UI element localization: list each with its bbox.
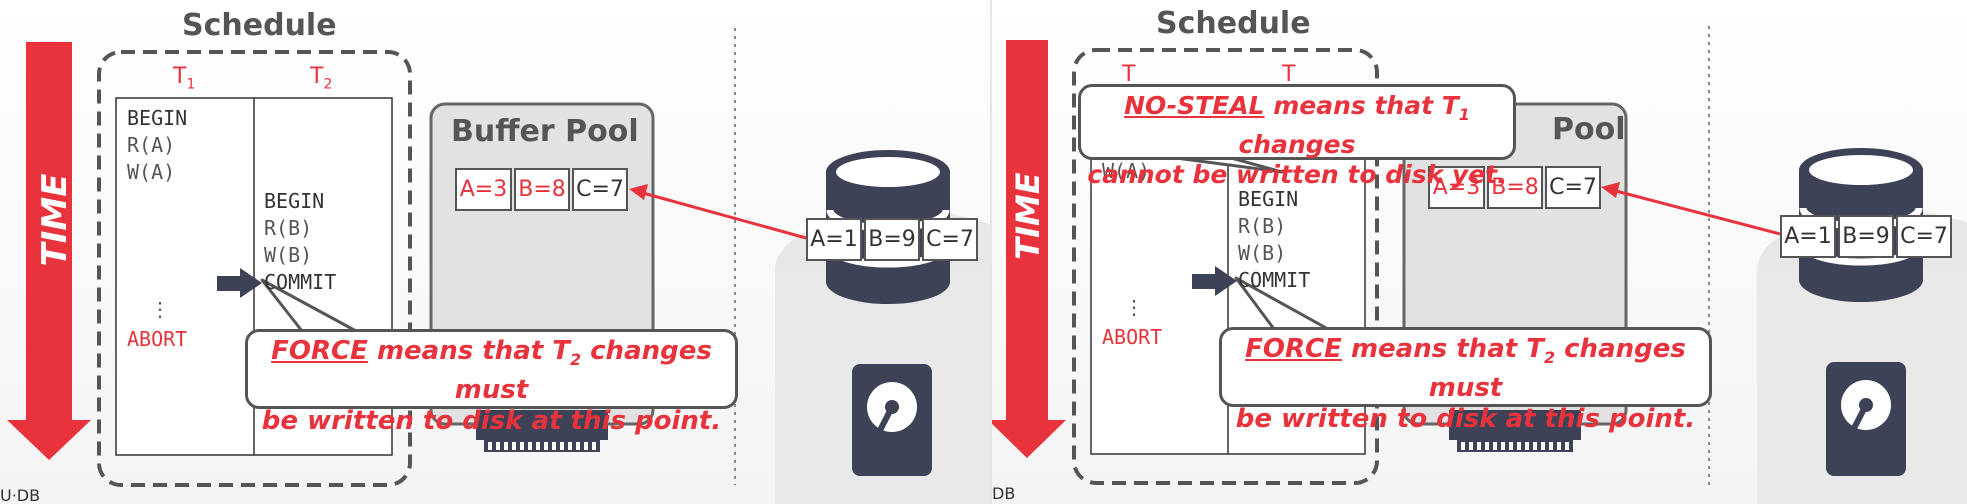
nosteal-subscript: 1 <box>1458 105 1470 124</box>
time-label: TIME <box>35 173 75 267</box>
t2-op: W(B) <box>264 243 313 267</box>
buffer-cell-c: C=7 <box>1545 166 1601 209</box>
t1-op: R(A) <box>127 133 176 157</box>
t2-letter: T <box>310 64 324 89</box>
t1-header: T1 <box>173 64 195 92</box>
time-label-box: TIME <box>16 150 94 290</box>
force-text-end: changes must <box>454 336 712 406</box>
t2-ops: BEGIN R(B) W(B) COMMIT <box>1238 186 1310 294</box>
nosteal-text: means that T <box>1264 91 1459 120</box>
buffer-pool-title: Buffer Pool <box>451 114 639 149</box>
t2-header: T2 <box>310 64 332 92</box>
nosteal-callout-line2: cannot be written to disk yet. <box>1087 160 1507 189</box>
force-text: means that T <box>1341 334 1544 364</box>
force-text-end: changes must <box>1428 334 1686 404</box>
buffer-cell-a: A=3 <box>455 168 512 211</box>
force-keyword: FORCE <box>271 336 368 366</box>
force-callout-line1: FORCE means that T2 changes must <box>248 336 735 406</box>
slide-right: T T Schedule TIME W(A) ⋮ ABORT BEGIN R(B… <box>992 0 1967 504</box>
t1-op: W(A) <box>1102 159 1151 183</box>
t2-op: W(B) <box>1238 241 1287 265</box>
disk-cell-a: A=1 <box>806 218 862 261</box>
hard-drive-icon <box>852 364 932 476</box>
t1-letter: T <box>173 64 187 89</box>
time-label: TIME <box>1009 172 1047 260</box>
nosteal-text-end: changes <box>1238 130 1356 159</box>
slide-left: Schedule TIME T1 T2 BEGIN R(A) W(A) ⋮ AB… <box>0 0 990 504</box>
disk-cell-c: C=7 <box>1896 215 1952 258</box>
t1-header-remnant: T <box>1121 62 1136 87</box>
t2-op: R(B) <box>1238 214 1287 238</box>
slide-divider <box>990 0 992 504</box>
buffer-cell-b: B=8 <box>514 168 570 211</box>
database-icon <box>826 150 950 304</box>
memory-chip-icon <box>1449 410 1581 452</box>
disk-cell-b: B=9 <box>864 218 920 261</box>
time-arrow <box>7 42 91 460</box>
load-arrow <box>1601 182 1781 236</box>
schedule-title: Schedule <box>1156 6 1311 41</box>
load-arrow <box>629 184 807 240</box>
nosteal-callout-line1: NO-STEAL means that T1 changes <box>1081 91 1513 160</box>
t1-op: W(A) <box>127 160 176 184</box>
disk-cell-c: C=7 <box>922 218 978 261</box>
force-callout: FORCE means that T2 changes must be writ… <box>1219 327 1712 434</box>
t2-op: BEGIN <box>1238 187 1299 211</box>
hard-drive-icon <box>1826 362 1906 476</box>
footer-logo-text: DB <box>992 484 1016 503</box>
t1-ellipsis: ⋮ <box>150 297 170 321</box>
time-arrow <box>992 40 1066 458</box>
force-subscript: 2 <box>569 350 582 370</box>
t2-op: BEGIN <box>264 189 325 213</box>
nosteal-callout: NO-STEAL means that T1 changes cannot be… <box>1078 84 1516 189</box>
t2-commit: COMMIT <box>264 270 337 294</box>
t2-commit: COMMIT <box>1238 268 1311 292</box>
t2-subscript: 2 <box>323 76 333 93</box>
force-callout-line1: FORCE means that T2 changes must <box>1222 334 1709 404</box>
t2-header-remnant: T <box>1281 62 1296 87</box>
t1-ellipsis: ⋮ <box>1124 295 1144 319</box>
t1-abort: ABORT <box>1102 325 1163 349</box>
buffer-cell-a: A=3 <box>1428 166 1485 209</box>
force-callout-line2: be written to disk at this point. <box>261 406 722 437</box>
t2-op: R(B) <box>264 216 313 240</box>
force-text: means that T <box>367 336 570 366</box>
memory-chip-icon <box>476 410 608 452</box>
t2-ops: BEGIN R(B) W(B) COMMIT <box>264 188 336 296</box>
force-callout: FORCE means that T2 changes must be writ… <box>245 329 738 436</box>
commit-pointer-arrow <box>217 268 262 298</box>
schedule-title: Schedule <box>182 8 337 43</box>
force-subscript: 2 <box>1543 348 1556 368</box>
schedule-box <box>1072 48 1379 485</box>
force-callout-line2: be written to disk at this point. <box>1235 404 1696 435</box>
time-label-box: TIME <box>994 146 1062 286</box>
buffer-pool-title: Pool <box>1552 112 1626 147</box>
buffer-cell-c: C=7 <box>572 168 628 211</box>
t1-op: BEGIN <box>127 106 188 130</box>
t1-ops: BEGIN R(A) W(A) <box>127 105 187 186</box>
nosteal-keyword: NO-STEAL <box>1124 91 1265 120</box>
schedule-box <box>97 50 412 487</box>
disk-cell-a: A=1 <box>1780 215 1836 258</box>
t1-subscript: 1 <box>186 76 196 93</box>
force-keyword: FORCE <box>1245 334 1342 364</box>
footer-logo-text: U·DB <box>0 486 41 504</box>
commit-pointer-arrow <box>1192 266 1237 296</box>
disk-cell-b: B=9 <box>1838 215 1894 258</box>
t1-abort: ABORT <box>127 327 188 351</box>
buffer-cell-b: B=8 <box>1487 166 1543 209</box>
